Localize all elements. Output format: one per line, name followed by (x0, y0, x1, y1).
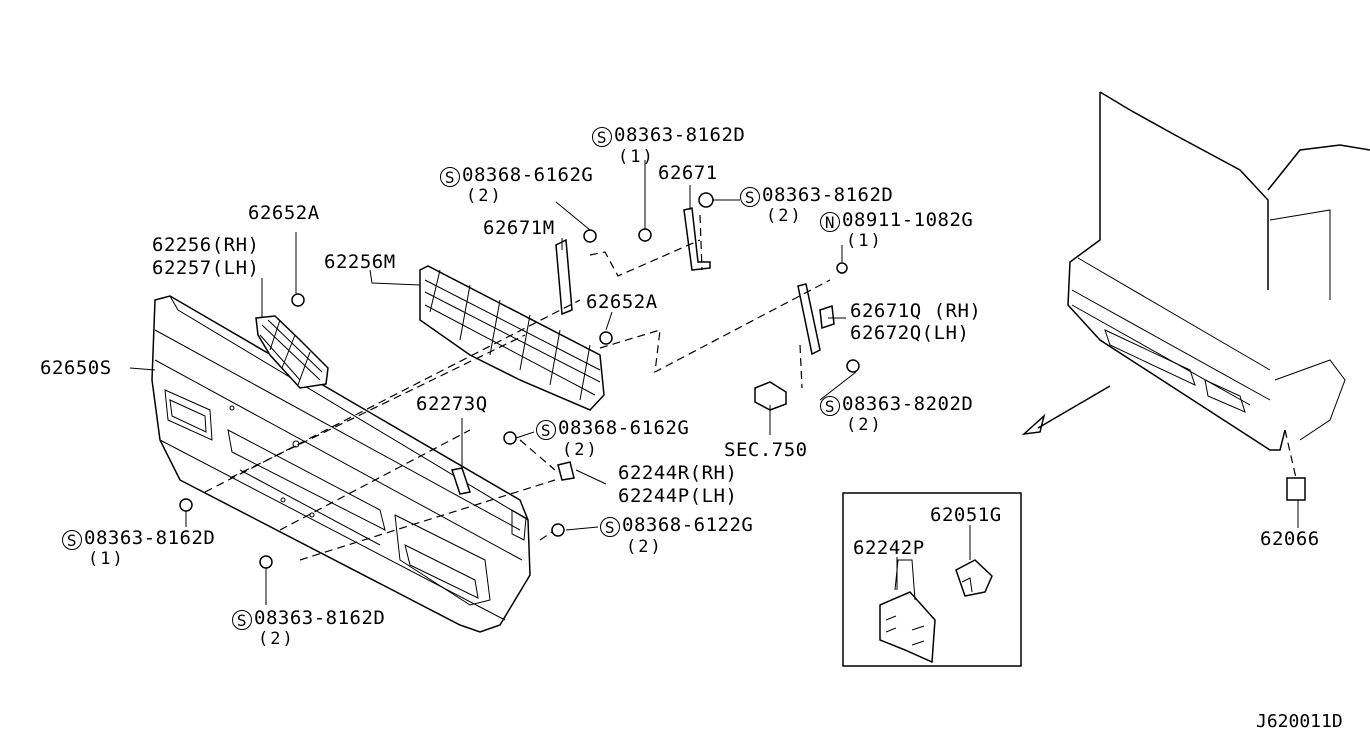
label-62650S: 62650S (40, 357, 112, 379)
fastener-2-qty: (2) (466, 186, 503, 206)
sec750-part (754, 381, 787, 411)
standard-symbol-icon: S (536, 420, 556, 440)
fastener-number: 08363-8162D (254, 607, 386, 629)
fastener-7-qty: (2) (626, 537, 663, 557)
label-62066: 62066 (1260, 528, 1320, 550)
fastener-number: 08363-8162D (84, 527, 216, 549)
label-62244R: 62244R(RH) (618, 462, 738, 484)
side-grille (255, 315, 329, 389)
fastener-number: 08368-6122G (622, 514, 754, 536)
fastener-9-qty: (2) (258, 629, 295, 649)
leader-lines (129, 160, 1299, 605)
fastener-number: 08911-1082G (842, 209, 974, 231)
bracket-62671 (683, 207, 711, 271)
standard-symbol-icon: S (600, 517, 620, 537)
fastener-number: 08363-8162D (762, 184, 894, 206)
label-62256M: 62256M (324, 251, 396, 273)
fastener-number: 08368-6162G (462, 164, 594, 186)
bracket-62671M (555, 238, 573, 316)
fastener-4-qty: (1) (846, 231, 883, 251)
center-grille-mesh (419, 265, 605, 411)
fastener-number: 08368-6162G (558, 417, 690, 439)
standard-symbol-icon: S (592, 127, 612, 147)
standard-symbol-icon: S (820, 396, 840, 416)
standard-symbol-icon: S (440, 167, 460, 187)
standard-symbol-icon: S (62, 530, 82, 550)
bolts (179, 192, 860, 569)
label-62051G: 62051G (930, 504, 1002, 526)
label-62244P: 62244P(LH) (618, 485, 738, 507)
label-sec750: SEC.750 (724, 439, 808, 461)
label-62256RH: 62256(RH) (152, 234, 260, 256)
bracket-62671Q (797, 283, 835, 356)
label-62672Q: 62672Q(LH) (850, 322, 970, 344)
fastener-6-qty: (2) (846, 415, 883, 435)
fastener-5-qty: (2) (562, 440, 599, 460)
assembly-lines (204, 214, 1297, 561)
truck-front-view (1021, 91, 1370, 501)
label-62652A-top: 62652A (248, 202, 320, 224)
label-62257LH: 62257(LH) (152, 257, 260, 279)
label-62671: 62671 (658, 162, 718, 184)
nut-symbol-icon: N (820, 212, 840, 232)
label-62242P: 62242P (853, 537, 925, 559)
label-62273Q: 62273Q (416, 393, 488, 415)
fastener-number: 08363-8162D (614, 124, 746, 146)
clip-62244 (557, 461, 575, 481)
fastener-8-qty: (1) (88, 549, 125, 569)
fastener-3-qty: (2) (766, 206, 803, 226)
label-62671Q: 62671Q (RH) (850, 300, 982, 322)
label-62671M: 62671M (483, 217, 555, 239)
inset-box (842, 492, 1022, 667)
fastener-1-qty: (1) (618, 147, 655, 167)
standard-symbol-icon: S (740, 187, 760, 207)
clip-62273Q (451, 467, 471, 495)
label-62652A-mid: 62652A (586, 291, 658, 313)
diagram-code: J620011D (1256, 711, 1343, 732)
standard-symbol-icon: S (232, 610, 252, 630)
fastener-number: 08363-8202D (842, 393, 974, 415)
